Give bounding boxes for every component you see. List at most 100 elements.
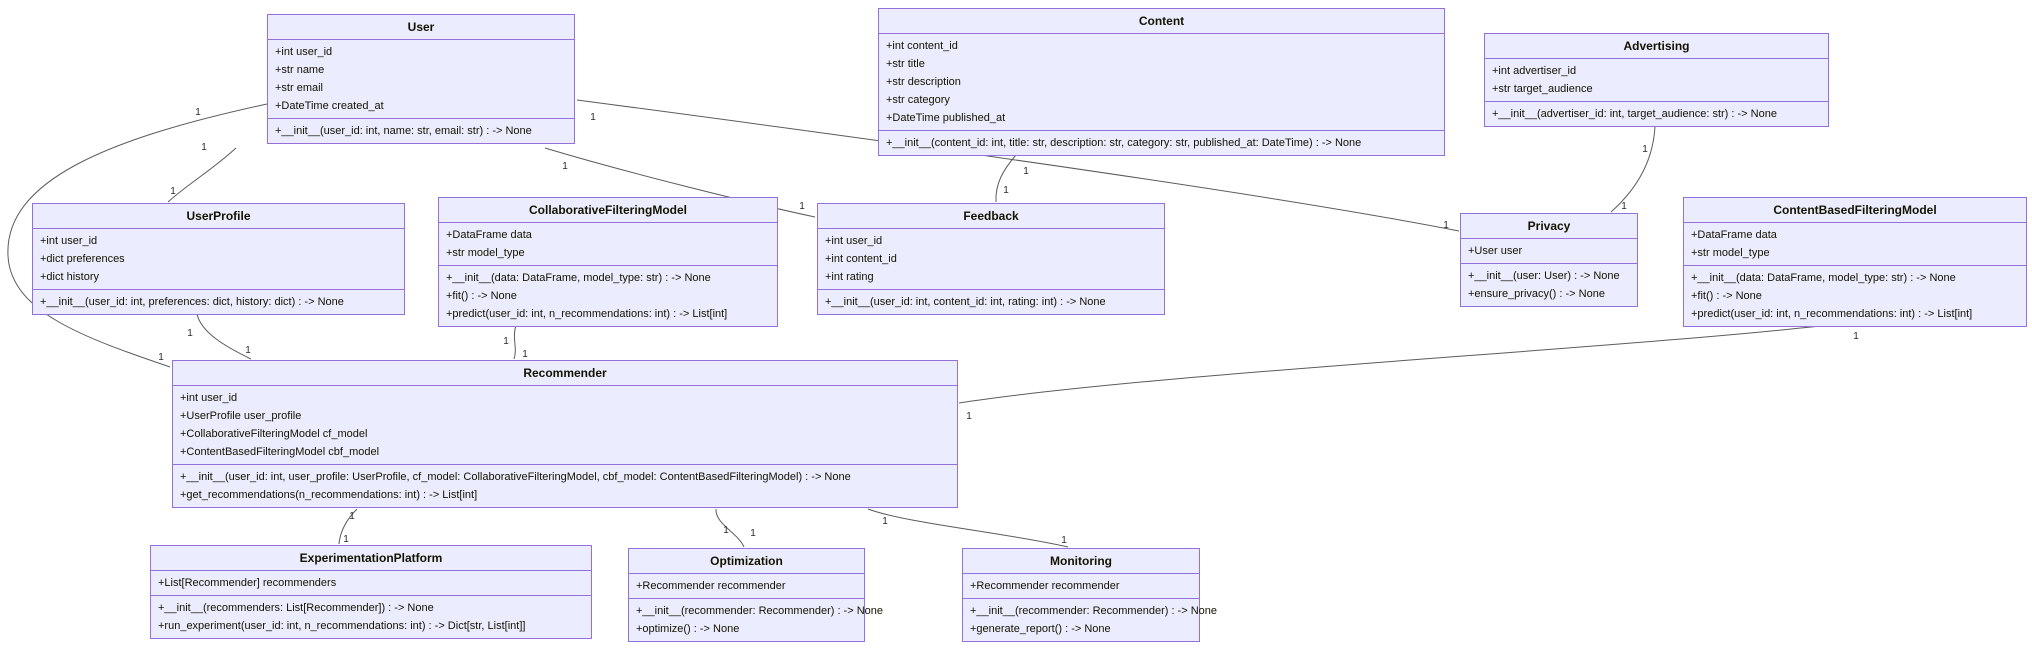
class-box-Content: Content +int content_id +str title +str des… xyxy=(878,8,1445,156)
class-title-Advertising: Advertising xyxy=(1485,34,1828,59)
class-method: +optimize() : -> None xyxy=(636,623,740,635)
class-attributes: +int user_id+UserProfile user_profile+Co… xyxy=(173,386,957,464)
class-attribute: +Recommender recommender xyxy=(636,580,786,592)
class-methods: +__init__(user_id: int, preferences: dic… xyxy=(33,289,404,314)
class-box-UserProfile: UserProfile +int user_id +dict preferences… xyxy=(32,203,405,315)
multiplicity-label: 1 xyxy=(799,201,805,212)
class-box-User: User +int user_id +str name +str email +Date… xyxy=(267,14,575,144)
multiplicity-label: 1 xyxy=(245,345,251,356)
class-method: +__init__(user_id: int, preferences: dic… xyxy=(40,296,344,308)
relationship-edge-ContentBasedFilteringModel-Recommender xyxy=(958,322,1847,404)
class-method: +__init__(advertiser_id: int, target_aud… xyxy=(1492,108,1777,120)
class-attribute: +str category xyxy=(886,94,950,106)
multiplicity-label: 1 xyxy=(158,352,164,363)
multiplicity-label: 1 xyxy=(750,528,756,539)
class-attributes: +int user_id +str name +str email +DateTime… xyxy=(268,40,574,118)
class-method: +__init__(recommenders: List[Recommender… xyxy=(158,602,434,614)
class-attributes: +DataFrame data +str model_type xyxy=(1684,223,2026,265)
class-method: +fit() : -> None xyxy=(446,290,517,302)
class-attributes: +int content_id +str title +str descriptio… xyxy=(879,34,1444,130)
class-attribute: +str email xyxy=(275,82,323,94)
class-box-Recommender: Recommender+int user_id+UserProfile user… xyxy=(172,360,958,508)
class-title-Monitoring: Monitoring xyxy=(963,549,1199,574)
class-method: +__init__(data: DataFrame, model_type: s… xyxy=(446,272,711,284)
relationship-edge-User-UserProfile xyxy=(167,147,237,203)
class-methods: +__init__(data: DataFrame, model_type: s… xyxy=(439,265,777,326)
class-title-CollaborativeFilteringModel: CollaborativeFilteringModel xyxy=(439,198,777,223)
multiplicity-label: 1 xyxy=(170,186,176,197)
class-title-Recommender: Recommender xyxy=(173,361,957,386)
class-attribute: +DataFrame data xyxy=(446,229,532,241)
class-attribute: +str description xyxy=(886,76,961,88)
class-title-UserProfile: UserProfile xyxy=(33,204,404,229)
class-box-ContentBasedFilteringModel: ContentBasedFilteringModel+DataFrame dat… xyxy=(1683,197,2027,327)
class-attribute: +str model_type xyxy=(446,247,525,259)
class-attribute: +dict history xyxy=(40,271,99,283)
relationship-edge-User-Feedback xyxy=(544,147,816,218)
class-attribute: +CollaborativeFilteringModel cf_model xyxy=(180,428,368,440)
class-method: +generate_report() : -> None xyxy=(970,623,1111,635)
multiplicity-label: 1 xyxy=(349,511,355,522)
class-attribute: +dict preferences xyxy=(40,253,125,265)
class-attribute: +int user_id xyxy=(40,235,98,247)
class-box-Advertising: Advertising+int advertiser_id+str target… xyxy=(1484,33,1829,127)
class-method: +__init__(content_id: int, title: str, d… xyxy=(886,137,1362,149)
multiplicity-label: 1 xyxy=(1853,331,1859,342)
multiplicity-label: 1 xyxy=(590,112,596,123)
class-title-Optimization: Optimization xyxy=(629,549,864,574)
class-method: +__init__(recommender: Recommender) : ->… xyxy=(636,605,884,617)
class-title-Privacy: Privacy xyxy=(1461,214,1637,239)
relationship-edge-UserProfile-Recommender xyxy=(196,313,252,360)
class-attribute: +DateTime published_at xyxy=(886,112,1006,124)
multiplicity-label: 1 xyxy=(187,328,193,339)
class-attribute: +int user_id xyxy=(275,46,333,58)
class-attributes: +User user xyxy=(1461,239,1637,263)
class-attribute: +List[Recommender] recommenders xyxy=(158,577,337,589)
class-attribute: +str title xyxy=(886,58,925,70)
class-methods: +__init__(recommender: Recommender) : ->… xyxy=(963,598,1218,641)
class-title-ExperimentationPlatform: ExperimentationPlatform xyxy=(151,546,591,571)
class-attribute: +str model_type xyxy=(1691,247,1770,259)
class-box-CollaborativeFilteringModel: CollaborativeFilteringModel +DataFrame da… xyxy=(438,197,778,327)
class-attribute: +DateTime created_at xyxy=(275,100,384,112)
relationship-edge-Content-Feedback xyxy=(995,154,1017,203)
relationship-edge-Recommender-Monitoring xyxy=(867,508,1069,548)
class-attributes: +List[Recommender] recommenders xyxy=(151,571,591,595)
class-method: +get_recommendations(n_recommendations: … xyxy=(180,489,478,501)
class-methods: +__init__(recommenders: List[Recommender… xyxy=(151,595,591,638)
multiplicity-label: 1 xyxy=(522,349,528,360)
multiplicity-label: 1 xyxy=(882,516,888,527)
relationship-edge-User-Recommender xyxy=(7,103,268,368)
class-attribute: +int rating xyxy=(825,271,874,283)
class-method: +__init__(recommender: Recommender) : ->… xyxy=(970,605,1218,617)
class-method: +__init__(user_id: int, content_id: int,… xyxy=(825,296,1106,308)
class-methods: +__init__(data: DataFrame, model_type: s… xyxy=(1684,265,2026,326)
class-method: +predict(user_id: int, n_recommendations… xyxy=(1691,308,1973,320)
class-method: +fit() : -> None xyxy=(1691,290,1762,302)
class-attributes: +int user_id+int content_id+int rating xyxy=(818,229,1164,289)
multiplicity-label: 1 xyxy=(1003,185,1009,196)
class-method: +run_experiment(user_id: int, n_recommen… xyxy=(158,620,526,632)
class-title-Content: Content xyxy=(879,9,1444,34)
class-title-ContentBasedFilteringModel: ContentBasedFilteringModel xyxy=(1684,198,2026,223)
class-attribute: +int content_id xyxy=(886,40,958,52)
class-attribute: +DataFrame data xyxy=(1691,229,1777,241)
multiplicity-label: 1 xyxy=(1061,535,1067,546)
class-attribute: +str target_audience xyxy=(1492,83,1593,95)
class-method: +ensure_privacy() : -> None xyxy=(1468,288,1605,300)
multiplicity-label: 1 xyxy=(562,161,568,172)
class-methods: +__init__(user: User) : -> None +ensure_p… xyxy=(1461,263,1637,306)
class-method: +__init__(user: User) : -> None xyxy=(1468,270,1620,282)
class-method: +__init__(user_id: int, name: str, email… xyxy=(275,125,532,137)
class-methods: +__init__(user_id: int, user_profile: Us… xyxy=(173,464,957,507)
class-attribute: +str name xyxy=(275,64,325,76)
relationship-edge-Recommender-Optimization xyxy=(715,508,745,548)
class-box-Monitoring: Monitoring+Recommender recommender+__ini… xyxy=(962,548,1218,642)
class-methods: +__init__(user_id: int, content_id: int,… xyxy=(818,289,1164,314)
multiplicity-label: 1 xyxy=(343,534,349,545)
class-title-User: User xyxy=(268,15,574,40)
multiplicity-label: 1 xyxy=(195,107,201,118)
class-method: +__init__(user_id: int, user_profile: Us… xyxy=(180,471,851,483)
multiplicity-label: 1 xyxy=(723,525,729,536)
class-attribute: +ContentBasedFilteringModel cbf_model xyxy=(180,446,380,458)
